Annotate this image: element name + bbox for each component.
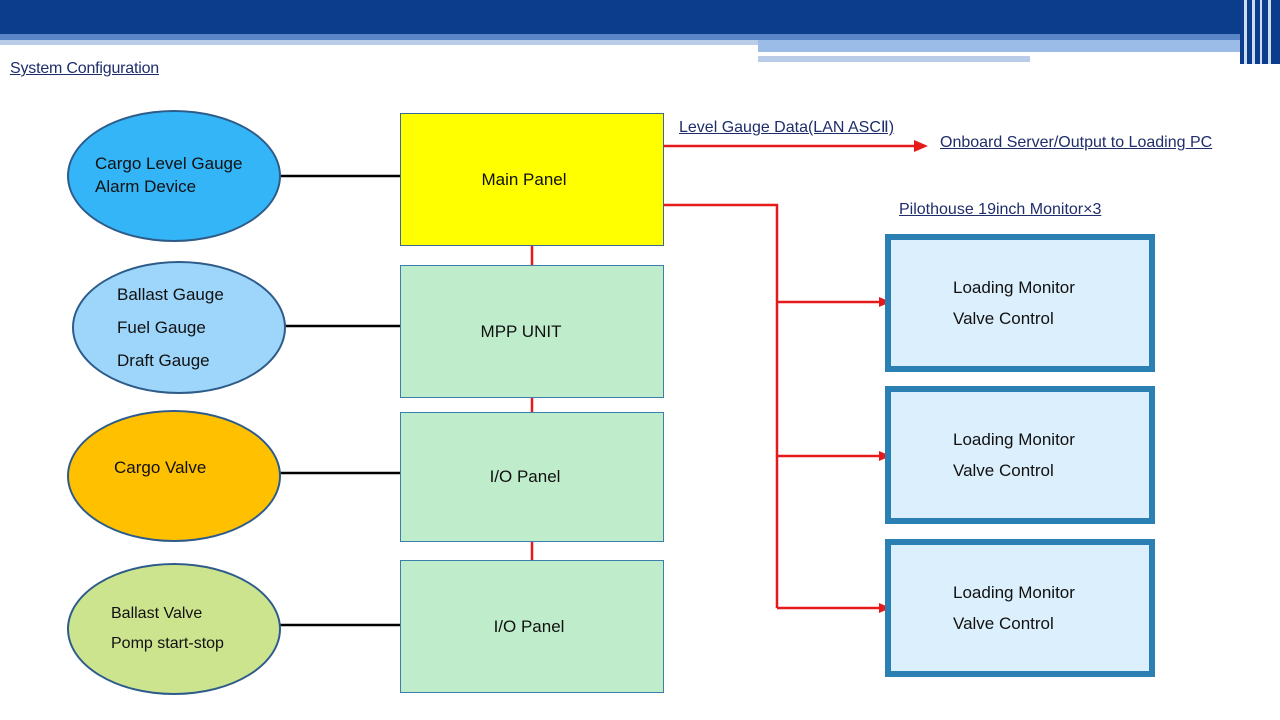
arrowhead-server: [914, 140, 928, 152]
main-panel-label: Main Panel: [481, 169, 567, 189]
source-line: Fuel Gauge: [117, 317, 206, 337]
page-title: System Configuration: [10, 60, 159, 77]
mpp-unit-label: MPP UNIT: [480, 321, 562, 341]
monitor-line: Valve Control: [953, 614, 1054, 633]
monitor-line: Loading Monitor: [953, 429, 1075, 449]
pilothouse-monitor-1: Loading Monitor Valve Control: [885, 234, 1155, 372]
monitor-line: Valve Control: [953, 461, 1054, 480]
io-panel-1-label: I/O Panel: [489, 467, 561, 486]
source-ballast-valve: Ballast Valve Pomp start-stop: [67, 563, 281, 695]
source-line: Cargo Valve: [114, 457, 207, 477]
onboard-server-label: Onboard Server/Output to Loading PC: [940, 134, 1213, 151]
source-line: Cargo Level Gauge: [95, 154, 243, 174]
source-line: Alarm Device: [95, 177, 197, 196]
source-line: Draft Gauge: [117, 351, 210, 371]
source-ballast-fuel-draft-gauge: Ballast Gauge Fuel Gauge Draft Gauge: [72, 261, 286, 394]
pilothouse-monitor-2: Loading Monitor Valve Control: [885, 386, 1155, 524]
io-panel-2-label: I/O Panel: [493, 616, 565, 636]
source-line: Ballast Valve: [111, 604, 203, 622]
source-line: Pomp start-stop: [111, 635, 224, 652]
pilothouse-trunk: [664, 203, 779, 608]
header-banner: [0, 0, 1280, 64]
main-panel: Main Panel: [400, 113, 664, 246]
mpp-unit-panel: MPP UNIT: [400, 265, 664, 398]
monitor-line: Valve Control: [953, 309, 1054, 328]
source-cargo-valve: Cargo Valve: [67, 410, 281, 542]
source-cargo-level-gauge: Cargo Level Gauge Alarm Device: [67, 110, 281, 242]
level-gauge-data-label: Level Gauge Data(LAN ASCⅡ): [679, 119, 895, 136]
pilothouse-monitor-3: Loading Monitor Valve Control: [885, 539, 1155, 677]
pilothouse-label: Pilothouse 19inch Monitor×3: [899, 201, 1102, 218]
monitor-line: Loading Monitor: [953, 277, 1075, 297]
io-panel-1: I/O Panel: [400, 412, 664, 542]
source-line: Ballast Gauge: [117, 284, 224, 304]
io-panel-2: I/O Panel: [400, 560, 664, 693]
monitor-line: Loading Monitor: [953, 582, 1075, 602]
